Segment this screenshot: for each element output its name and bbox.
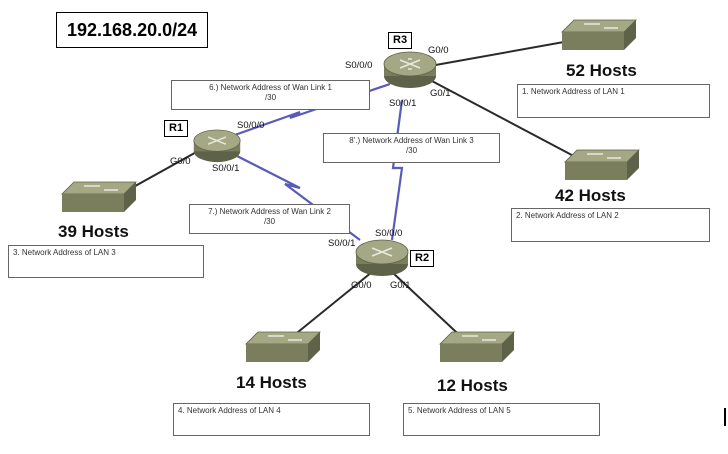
router-r2-icon <box>355 239 409 276</box>
network-address-box: 192.168.20.0/24 <box>56 12 209 48</box>
lan1-address-field[interactable]: 1. Network Address of LAN 1 <box>517 84 710 118</box>
port-r2-s001: S0/0/1 <box>328 238 356 249</box>
lan5-hosts: 12 Hosts <box>437 376 508 395</box>
lan1-hosts: 52 Hosts <box>566 61 637 80</box>
wan-link-1-label: 6.) Network Address of Wan Link 1 <box>209 83 332 92</box>
router-r3-icon <box>383 51 437 88</box>
switch-lan3-icon <box>61 181 137 212</box>
port-r3-g01: G0/1 <box>430 88 451 99</box>
switch-lan2-icon <box>564 149 640 180</box>
router-r3-label: R3 <box>388 32 413 49</box>
port-r3-s000: S0/0/0 <box>345 60 373 71</box>
switch-lan1-icon <box>561 19 637 50</box>
port-r2-g01: G0/1 <box>390 280 411 291</box>
port-r3-s001: S0/0/1 <box>389 98 417 109</box>
link-r3-lan2 <box>429 79 586 163</box>
port-r1-s000: S0/0/0 <box>237 120 265 131</box>
lan5-address-field[interactable]: 5. Network Address of LAN 5 <box>403 403 600 436</box>
router-r2-label: R2 <box>410 250 435 267</box>
wan-link-3-label: 8'.) Network Address of Wan Link 3 <box>349 136 474 145</box>
lan2-address-field[interactable]: 2. Network Address of LAN 2 <box>511 208 710 242</box>
text-cursor <box>724 408 726 426</box>
wan-link-2-label: 7.) Network Address of Wan Link 2 <box>208 207 331 216</box>
port-r1-g00: G0/0 <box>170 156 191 167</box>
wan-link-3 <box>390 99 404 241</box>
wan-link-3-prefix: /30 <box>405 146 418 155</box>
lan4-hosts: 14 Hosts <box>236 373 307 392</box>
wan-link-2-address-field[interactable]: 7.) Network Address of Wan Link 2 /30 <box>189 204 350 234</box>
network-address: 192.168.20.0/24 <box>67 20 198 40</box>
lan2-hosts: 42 Hosts <box>555 186 626 205</box>
lan3-address-field[interactable]: 3. Network Address of LAN 3 <box>8 245 204 278</box>
wan-link-1-prefix: /30 <box>264 93 277 102</box>
wan-link-1-address-field[interactable]: 6.) Network Address of Wan Link 1 /30 <box>171 80 370 110</box>
port-r2-s000: S0/0/0 <box>375 228 403 239</box>
switch-lan5-icon <box>439 331 515 362</box>
port-r2-g00: G0/0 <box>351 280 372 291</box>
lan3-hosts: 39 Hosts <box>58 222 129 241</box>
switch-lan4-icon <box>245 331 321 362</box>
router-r1-icon <box>193 129 241 163</box>
wan-link-3-address-field[interactable]: 8'.) Network Address of Wan Link 3 /30 <box>323 133 500 163</box>
link-r3-lan1 <box>429 39 576 67</box>
router-r1-label: R1 <box>164 120 189 137</box>
port-r3-g00: G0/0 <box>428 45 449 56</box>
port-r1-s001: S0/0/1 <box>212 163 240 174</box>
lan4-address-field[interactable]: 4. Network Address of LAN 4 <box>173 403 370 436</box>
wan-link-2-prefix: /30 <box>263 217 276 226</box>
